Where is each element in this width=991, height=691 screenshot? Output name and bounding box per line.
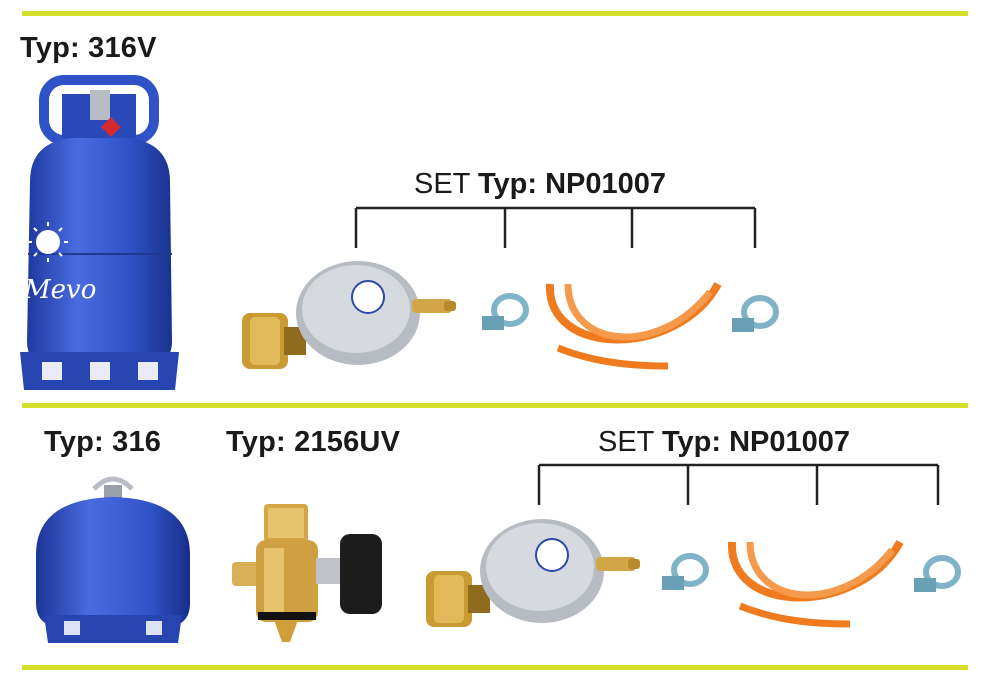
set-type-1: Typ: NP01007 (477, 168, 666, 200)
set-title-1: SET Typ: NP01007 (414, 168, 666, 201)
cylinder-316v-label: Typ: 316V (20, 32, 157, 64)
pressure-regulator-image-2 (426, 519, 640, 627)
set-bracket-2 (537, 463, 940, 505)
set-type-2: Typ: NP01007 (661, 426, 850, 458)
hose-clamp-image-3 (662, 553, 709, 590)
gas-hose-image-1 (545, 282, 722, 370)
gas-hose-image-2 (727, 540, 904, 628)
set-prefix-2: SET (598, 426, 654, 458)
top-divider (22, 11, 968, 16)
adapter-2156uv-label: Typ: 2156UV (226, 426, 401, 458)
adapter-2156uv-image (232, 504, 382, 642)
hose-clamp-image-2 (732, 295, 779, 332)
set-prefix-1: SET (414, 168, 470, 200)
middle-divider (22, 403, 968, 408)
bottom-divider (22, 665, 968, 670)
gas-cylinder-316-image (36, 476, 190, 643)
cylinder-316-label: Typ: 316 (44, 426, 162, 458)
svg-text:Mevo: Mevo (23, 275, 96, 305)
set-bracket-1 (354, 206, 757, 248)
gas-cylinder-316v-image: Mevo (20, 75, 179, 390)
pressure-regulator-image-1 (242, 261, 456, 369)
set-title-2: SET Typ: NP01007 (598, 426, 850, 459)
hose-clamp-image-1 (482, 293, 529, 330)
hose-clamp-image-4 (914, 555, 961, 592)
